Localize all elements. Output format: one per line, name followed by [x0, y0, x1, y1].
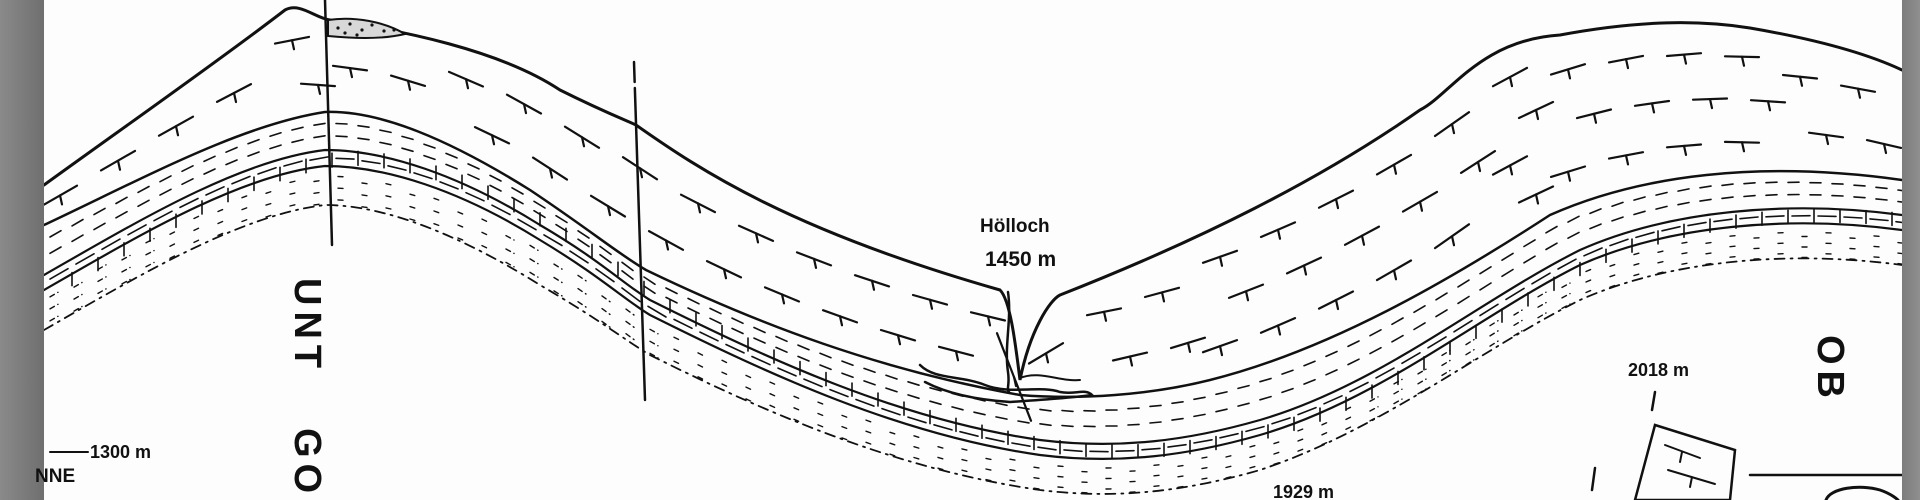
- moraine-cap: [327, 17, 408, 39]
- dolomite-band-top: [44, 148, 1902, 446]
- elevation-1929-label: 1929 m: [1273, 482, 1334, 500]
- scan-edge-left: [0, 0, 44, 500]
- fault-line-middle: [632, 60, 647, 402]
- cave-elevation-label: 1450 m: [985, 248, 1056, 271]
- vertical-label-go: GO: [286, 428, 328, 499]
- moraine-stipple: [336, 22, 396, 37]
- scan-edge-right: [1902, 0, 1920, 500]
- fault-line-right-lower: [1590, 466, 1597, 492]
- cave-passage-branch: [1019, 374, 1081, 382]
- marl-pattern: [49, 122, 1902, 428]
- limestone-base-line: [44, 110, 1902, 399]
- legend-letter-arc: [1824, 485, 1900, 500]
- vertical-label-unt: UNT: [286, 278, 328, 374]
- peak-block-2018: [1633, 423, 1737, 500]
- vertical-label-ob: OB: [1809, 335, 1851, 404]
- dolomite-band-pattern: [49, 150, 1902, 459]
- dolomite-band-bottom: [44, 164, 1902, 461]
- limestone-pattern: [44, 35, 1902, 422]
- elevation-2018-label: 2018 m: [1628, 360, 1689, 380]
- left-fragment-label: NNE: [35, 466, 75, 487]
- fault-line-left: [323, 0, 334, 247]
- sandstone-base-line: [44, 204, 1902, 495]
- cave-passage: [918, 363, 1095, 404]
- cave-name-label: Hölloch: [980, 216, 1050, 237]
- peak-block-pattern: [1664, 444, 1716, 488]
- elevation-1300-label: 1300 m: [90, 442, 151, 462]
- sandstone-pattern: [49, 175, 1902, 494]
- fault-line-right-upper: [1650, 390, 1657, 412]
